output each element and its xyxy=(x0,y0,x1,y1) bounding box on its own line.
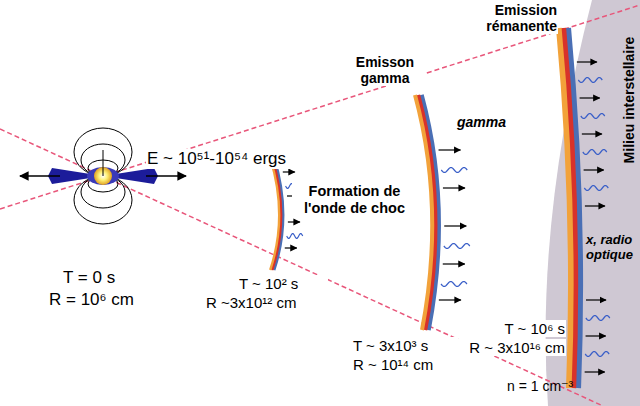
cone-line xyxy=(0,129,603,406)
phase-label: Formation de l'onde de choc xyxy=(292,183,417,216)
gamma-wave xyxy=(581,114,605,119)
outflow-arrow xyxy=(444,225,466,226)
jet-arrow xyxy=(146,175,186,177)
radius-label: R ~ 3x10¹⁶ cm xyxy=(452,339,566,356)
outflow-arrow xyxy=(443,263,465,264)
outflow-arrow xyxy=(443,187,465,188)
time-label: T ~ 10⁶ s xyxy=(480,320,566,337)
cone-line xyxy=(0,5,640,209)
gamma-wave xyxy=(441,168,467,173)
axis xyxy=(103,150,104,176)
gamma-wave xyxy=(586,316,610,321)
rays xyxy=(283,62,610,372)
time-label: T ~ 10² s xyxy=(238,275,328,292)
field-line xyxy=(81,144,125,176)
gamma-wave xyxy=(583,150,607,155)
shock-shell xyxy=(415,95,432,330)
outflow-arrow xyxy=(283,171,295,172)
time-label: T = 0 s xyxy=(62,268,152,288)
gamma-wave xyxy=(584,186,608,191)
outflow-arrow xyxy=(577,61,597,62)
gamma-wave xyxy=(444,244,470,249)
outflow-arrow xyxy=(585,371,605,372)
outflow-arrow xyxy=(582,133,602,134)
medium-label: Milieu interstellaire xyxy=(621,36,637,165)
shock-shell xyxy=(270,158,279,270)
outflow-arrow xyxy=(584,169,604,170)
radius-label: R ~3x10¹² cm xyxy=(205,294,330,311)
shells xyxy=(270,28,579,388)
outflow-arrow xyxy=(585,205,605,206)
emission-label: gamma xyxy=(456,114,518,130)
field-line xyxy=(74,128,132,176)
radius-label: R = 10⁶ cm xyxy=(48,290,163,310)
gamma-wave xyxy=(578,78,602,83)
outflow-arrow xyxy=(580,97,600,98)
gamma-wave xyxy=(441,282,467,287)
outflow-arrow xyxy=(586,335,606,336)
central-source xyxy=(20,128,186,224)
gamma-wave xyxy=(585,352,609,357)
radius-label: R ~ 10¹⁴ cm xyxy=(352,356,457,373)
outflow-arrow xyxy=(586,299,606,300)
outflow-arrow xyxy=(288,221,300,222)
time-label: T ~ 3x10³ s xyxy=(352,337,457,354)
density-label: n = 1 cm⁻³ xyxy=(506,378,606,394)
energy-label: E ~ 10⁵¹-10⁵⁴ ergs xyxy=(146,149,306,169)
gamma-wave xyxy=(287,234,303,239)
outflow-arrow xyxy=(439,149,461,150)
phase-label: Emission rémanente xyxy=(452,2,558,34)
outflow-arrow xyxy=(285,247,297,248)
outflow-arrow xyxy=(439,299,461,300)
jet-arrow xyxy=(20,175,60,177)
phase-label: Emisson gamma xyxy=(345,54,425,86)
emission-label: x, radio optique xyxy=(585,233,639,263)
